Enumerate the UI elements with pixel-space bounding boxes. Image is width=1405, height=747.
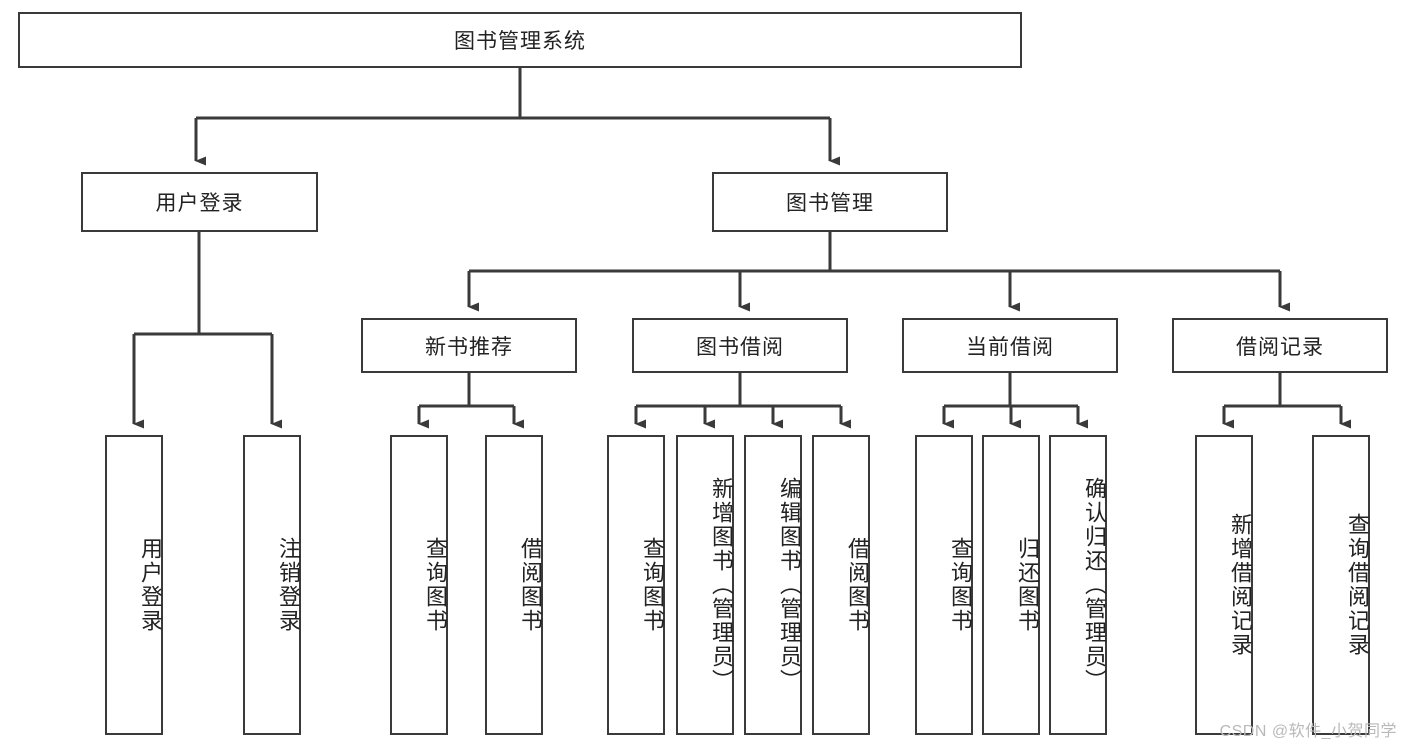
node-leaf-confirm-return-label: 确认归还（管理员） [1082, 477, 1107, 693]
node-leaf-query-borrow-record-label: 查询借阅记录 [1345, 513, 1370, 657]
node-leaf-query-book-2-label: 查询图书 [640, 537, 665, 633]
node-book-borrow[interactable]: 图书借阅 [632, 318, 848, 373]
node-borrow-record[interactable]: 借阅记录 [1172, 318, 1388, 373]
node-leaf-query-borrow-record[interactable]: 查询借阅记录 [1312, 435, 1370, 735]
node-leaf-user-login-label: 用户登录 [138, 537, 163, 633]
node-leaf-query-book-1[interactable]: 查询图书 [390, 435, 448, 735]
node-leaf-query-book-2[interactable]: 查询图书 [607, 435, 665, 735]
node-leaf-query-book-3-label: 查询图书 [948, 537, 973, 633]
node-current-borrow-label: 当前借阅 [966, 335, 1054, 359]
node-leaf-query-book-3[interactable]: 查询图书 [915, 435, 973, 735]
node-leaf-add-borrow-record[interactable]: 新增借阅记录 [1195, 435, 1253, 735]
node-user-login-label: 用户登录 [155, 192, 244, 215]
node-current-borrow[interactable]: 当前借阅 [902, 318, 1118, 373]
node-book-management-label: 图书管理 [786, 192, 874, 215]
node-root-label: 图书管理系统 [454, 30, 586, 53]
watermark: CSDN @软件_小贺同学 [1219, 723, 1397, 740]
node-book-borrow-label: 图书借阅 [696, 335, 784, 359]
node-leaf-return-book-label: 归还图书 [1015, 537, 1040, 633]
node-book-management[interactable]: 图书管理 [712, 172, 948, 232]
node-leaf-borrow-book-1-label: 借阅图书 [518, 537, 543, 633]
node-leaf-borrow-book-2[interactable]: 借阅图书 [812, 435, 870, 735]
node-leaf-edit-book[interactable]: 编辑图书（管理员） [744, 435, 802, 735]
node-leaf-borrow-book-2-label: 借阅图书 [845, 537, 870, 633]
node-leaf-logout[interactable]: 注销登录 [243, 435, 301, 735]
node-leaf-logout-label: 注销登录 [276, 537, 301, 633]
node-leaf-edit-book-label: 编辑图书（管理员） [777, 477, 802, 693]
node-root[interactable]: 图书管理系统 [18, 12, 1022, 68]
node-new-book-recommend[interactable]: 新书推荐 [361, 318, 577, 373]
node-leaf-query-book-1-label: 查询图书 [423, 537, 448, 633]
node-leaf-confirm-return[interactable]: 确认归还（管理员） [1049, 435, 1107, 735]
node-borrow-record-label: 借阅记录 [1236, 335, 1324, 359]
node-leaf-add-borrow-record-label: 新增借阅记录 [1228, 513, 1253, 657]
node-user-login[interactable]: 用户登录 [81, 172, 318, 232]
node-leaf-user-login[interactable]: 用户登录 [105, 435, 163, 735]
node-leaf-borrow-book-1[interactable]: 借阅图书 [485, 435, 543, 735]
node-new-book-recommend-label: 新书推荐 [425, 335, 513, 359]
node-leaf-add-book[interactable]: 新增图书（管理员） [676, 435, 734, 735]
node-leaf-add-book-label: 新增图书（管理员） [709, 477, 734, 693]
node-leaf-return-book[interactable]: 归还图书 [982, 435, 1040, 735]
